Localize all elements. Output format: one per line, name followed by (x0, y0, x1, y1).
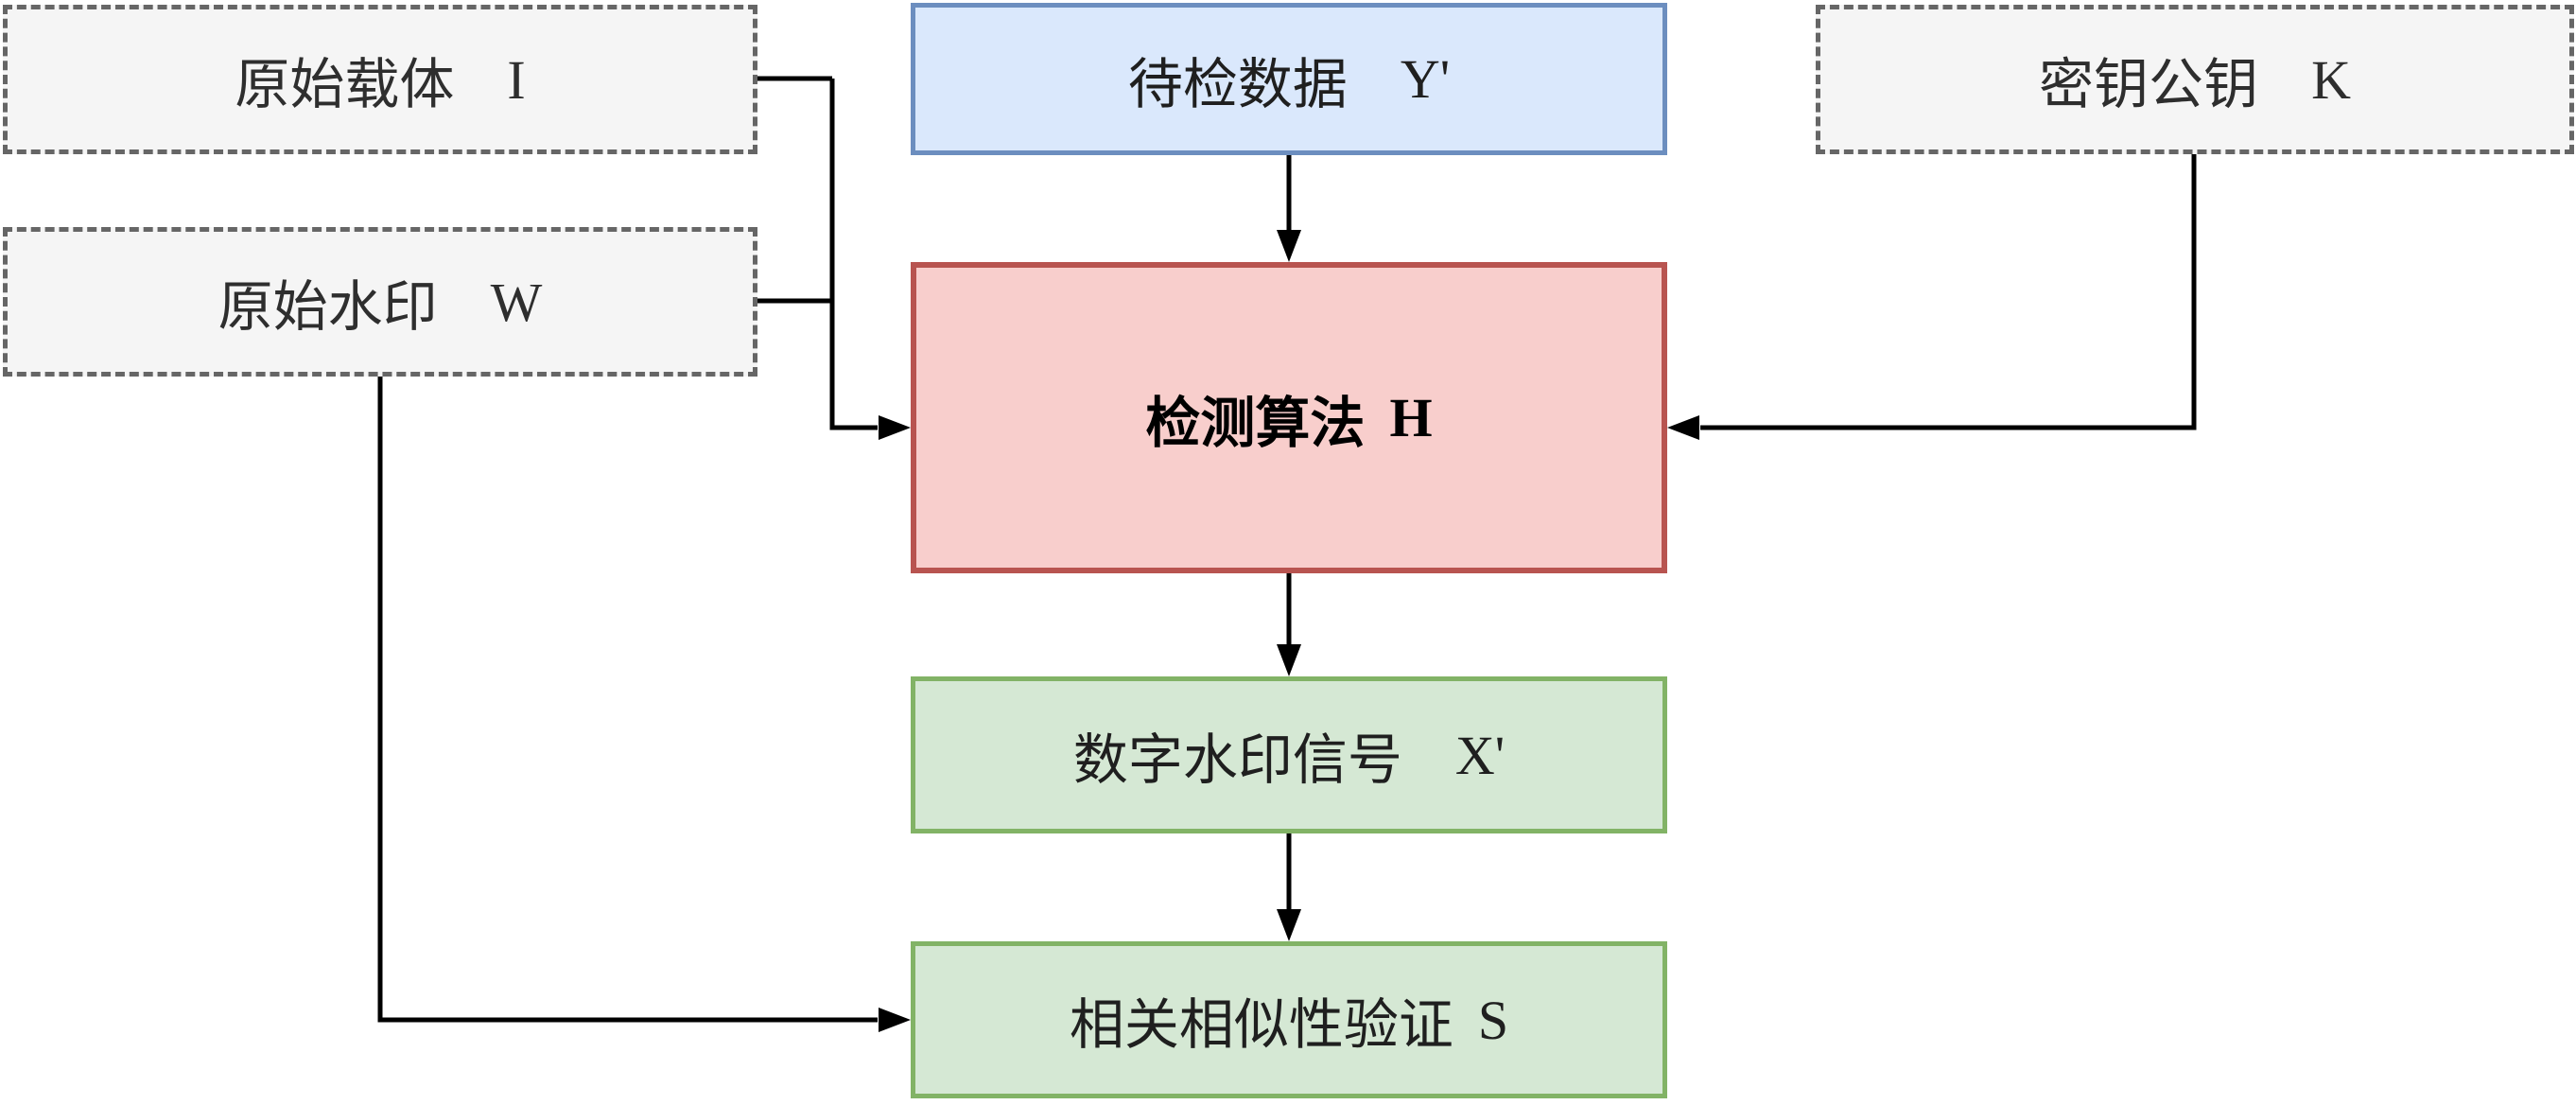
node-original-watermark: 原始水印 W (3, 227, 757, 377)
connector-key-to-detection (1700, 153, 2197, 430)
arrowhead-into-verify-top (1277, 909, 1301, 941)
node-original-carrier-symbol: I (507, 48, 526, 111)
connector-trunk-to-detection (829, 79, 878, 430)
node-detection-symbol: H (1389, 387, 1433, 448)
node-key: 密钥公钥 K (1816, 5, 2574, 154)
node-original-carrier-label: 原始载体 (235, 54, 455, 115)
node-watermark-signal: 数字水印信号 X' (911, 676, 1667, 833)
arrowhead-into-detection-left (879, 415, 911, 440)
node-detection-label: 检测算法 (1145, 392, 1366, 454)
node-test-data: 待检数据 Y' (911, 3, 1667, 155)
arrowhead-into-verify-left (879, 1008, 911, 1032)
node-detection-algorithm: 检测算法 H (911, 262, 1667, 573)
connector-watermark-to-verify (377, 377, 878, 1023)
node-original-watermark-label: 原始水印 (218, 276, 438, 338)
arrowhead-into-detection-top (1277, 230, 1301, 262)
node-key-label: 密钥公钥 (2039, 54, 2259, 115)
node-similarity-verification: 相关相似性验证 S (911, 941, 1667, 1098)
arrowhead-into-signal (1277, 644, 1301, 676)
arrowhead-into-detection-right (1667, 415, 1699, 440)
node-key-symbol: K (2311, 48, 2351, 111)
node-verify-label: 相关相似性验证 (1069, 994, 1453, 1056)
node-signal-label: 数字水印信号 (1072, 729, 1402, 791)
node-test-data-symbol: Y' (1400, 48, 1451, 110)
node-signal-symbol: X' (1454, 724, 1506, 786)
node-verify-symbol: S (1477, 989, 1509, 1051)
node-original-watermark-symbol: W (490, 271, 543, 333)
node-test-data-label: 待检数据 (1127, 53, 1348, 115)
node-original-carrier: 原始载体 I (3, 5, 757, 154)
